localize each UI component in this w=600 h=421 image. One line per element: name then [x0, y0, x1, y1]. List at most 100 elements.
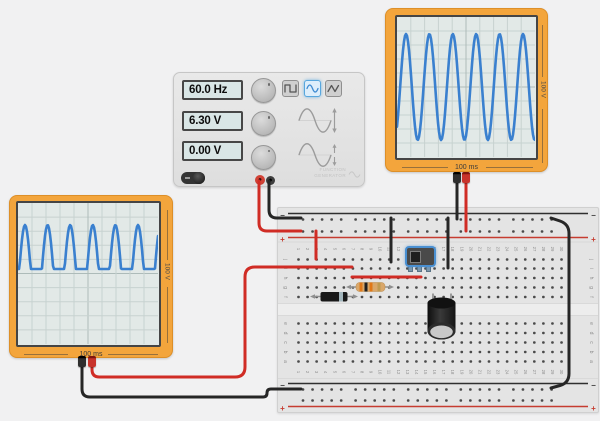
- svg-text:8: 8: [359, 371, 364, 374]
- svg-text:+: +: [280, 235, 285, 244]
- svg-text:22: 22: [486, 247, 491, 252]
- fgen-positive-terminal[interactable]: [255, 175, 265, 185]
- svg-text:f: f: [282, 296, 288, 298]
- scope-screen: [395, 15, 538, 160]
- frequency-value: 60.0 Hz: [189, 84, 228, 96]
- square-wave-button[interactable]: [282, 80, 299, 97]
- svg-text:a: a: [588, 360, 594, 363]
- scope1-black-probe-plug[interactable]: [77, 356, 86, 367]
- svg-text:2: 2: [305, 371, 310, 374]
- svg-text:17: 17: [441, 247, 446, 252]
- svg-text:f: f: [588, 296, 594, 298]
- volt-scale-label: 100 V: [163, 263, 171, 280]
- scope-screen: [16, 201, 161, 347]
- svg-text:19: 19: [459, 370, 464, 375]
- svg-text:27: 27: [532, 370, 537, 375]
- function-generator[interactable]: 60.0 Hz 6.30 V 0.00 V: [173, 72, 365, 187]
- svg-text:26: 26: [523, 370, 528, 375]
- svg-text:30: 30: [559, 247, 564, 252]
- offset-knob[interactable]: [250, 144, 276, 170]
- oscilloscope-top-right[interactable]: 100 ms 100 V: [385, 8, 548, 172]
- svg-text:16: 16: [432, 370, 437, 375]
- volt-scale-label: 100 V: [539, 81, 547, 98]
- svg-text:28: 28: [541, 247, 546, 252]
- svg-text:25: 25: [514, 370, 519, 375]
- svg-text:j: j: [282, 258, 288, 260]
- offset-value: 0.00 V: [189, 145, 222, 157]
- svg-text:c: c: [282, 341, 288, 344]
- frequency-knob[interactable]: [250, 78, 276, 103]
- offset-display[interactable]: 0.00 V: [182, 141, 243, 161]
- svg-text:3: 3: [314, 248, 319, 251]
- svg-text:c: c: [588, 341, 594, 344]
- svg-text:28: 28: [541, 370, 546, 375]
- svg-text:5: 5: [332, 248, 337, 251]
- svg-text:d: d: [282, 332, 288, 335]
- svg-text:20: 20: [468, 370, 473, 375]
- slide-switch[interactable]: [405, 245, 436, 267]
- svg-text:19: 19: [459, 247, 464, 252]
- svg-text:+: +: [280, 404, 285, 412]
- svg-text:24: 24: [505, 247, 510, 252]
- svg-text:29: 29: [550, 247, 555, 252]
- svg-text:−: −: [591, 211, 596, 220]
- time-scale-tick: [402, 167, 448, 168]
- svg-text:g: g: [588, 286, 594, 289]
- scope2-black-probe-plug[interactable]: [452, 172, 461, 183]
- svg-text:b: b: [588, 351, 594, 354]
- scope2-red-probe-plug[interactable]: [461, 172, 470, 183]
- fgen-negative-terminal[interactable]: [266, 175, 275, 185]
- brand-wave-icon: [348, 171, 361, 178]
- amplitude-knob[interactable]: [250, 111, 276, 136]
- svg-text:22: 22: [486, 370, 491, 375]
- time-scale-tick: [486, 167, 533, 168]
- svg-text:18: 18: [450, 247, 455, 252]
- sine-wave-button[interactable]: [304, 80, 321, 97]
- svg-text:9: 9: [369, 371, 374, 374]
- svg-text:29: 29: [550, 370, 555, 375]
- svg-text:17: 17: [441, 370, 446, 375]
- slide-switch-knob[interactable]: [410, 250, 421, 263]
- power-toggle[interactable]: [181, 172, 205, 184]
- svg-text:a: a: [282, 360, 288, 363]
- svg-text:6: 6: [341, 371, 346, 374]
- svg-text:i: i: [588, 268, 594, 269]
- svg-text:12: 12: [396, 370, 401, 375]
- svg-text:h: h: [588, 277, 594, 280]
- volt-scale-tick: [167, 287, 168, 343]
- svg-text:23: 23: [496, 247, 501, 252]
- svg-text:e: e: [282, 322, 288, 325]
- svg-text:10: 10: [378, 247, 383, 252]
- oscilloscope-bottom-left[interactable]: 100 ms 100 V: [9, 195, 173, 358]
- svg-text:15: 15: [423, 370, 428, 375]
- svg-text:21: 21: [477, 370, 482, 375]
- amplitude-value: 6.30 V: [189, 114, 222, 127]
- svg-text:1: 1: [296, 371, 301, 374]
- svg-text:h: h: [282, 277, 288, 280]
- svg-text:30: 30: [559, 370, 564, 375]
- svg-text:4: 4: [323, 371, 328, 374]
- frequency-display[interactable]: 60.0 Hz: [182, 80, 243, 100]
- amplitude-display[interactable]: 6.30 V: [182, 110, 243, 131]
- wire-scope1-black-probe[interactable]: [80, 360, 303, 399]
- svg-text:27: 27: [532, 247, 537, 252]
- svg-text:13: 13: [405, 370, 410, 375]
- svg-text:12: 12: [396, 247, 401, 252]
- svg-text:−: −: [591, 381, 596, 390]
- rectified-waveform-display: [18, 203, 159, 344]
- svg-text:14: 14: [414, 370, 419, 375]
- amplitude-indicator-icon: [298, 108, 337, 133]
- svg-text:+: +: [591, 404, 596, 412]
- time-scale-tick: [24, 354, 68, 355]
- volt-scale-tick: [542, 109, 543, 163]
- svg-text:+: +: [591, 235, 596, 244]
- svg-text:18: 18: [450, 370, 455, 375]
- svg-text:g: g: [282, 286, 288, 289]
- scope1-red-probe-plug[interactable]: [87, 356, 96, 367]
- svg-text:11: 11: [387, 247, 392, 252]
- svg-text:20: 20: [468, 247, 473, 252]
- triangle-wave-button[interactable]: [325, 80, 342, 97]
